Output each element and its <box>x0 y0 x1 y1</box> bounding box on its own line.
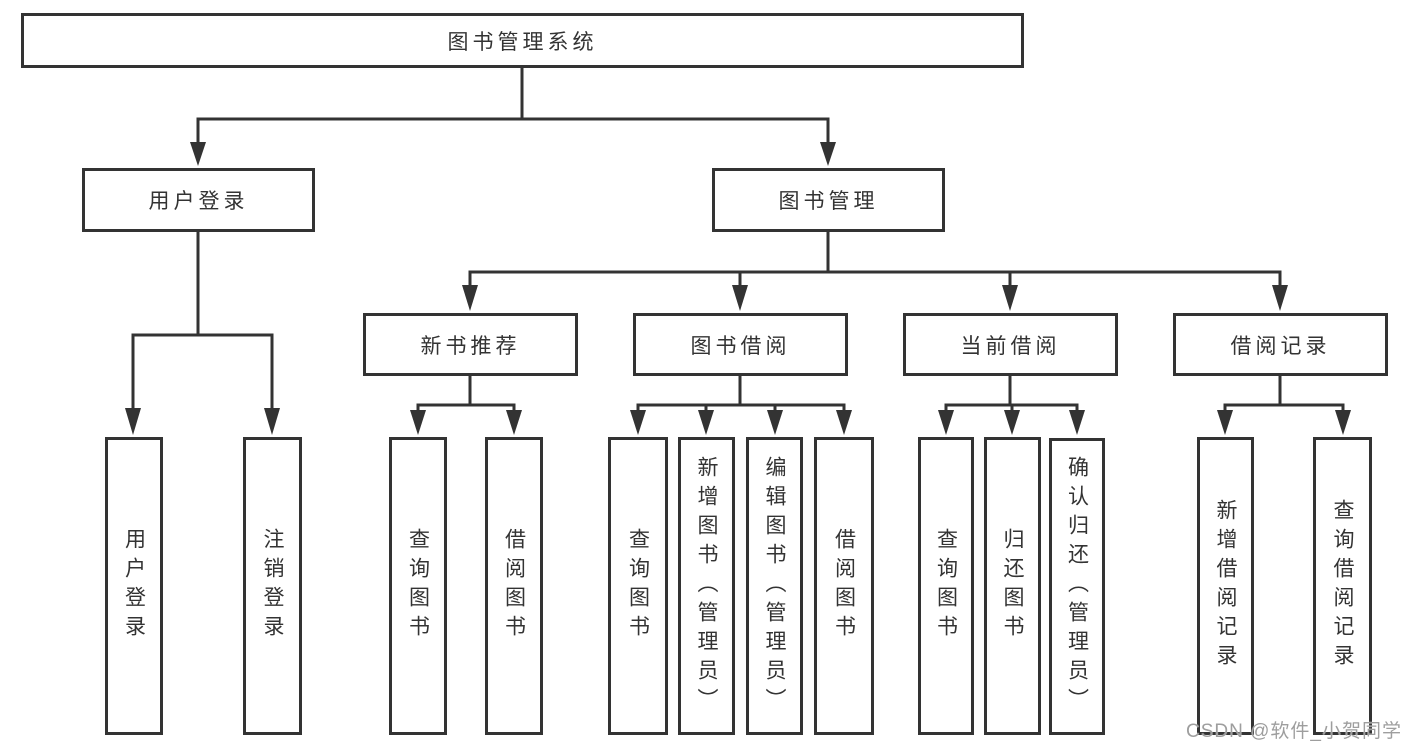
arrow-down-icon <box>1069 410 1085 435</box>
arrow-down-icon <box>836 410 852 435</box>
arrow-down-icon <box>410 410 426 435</box>
node-book-manage: 图书管理 <box>712 168 945 232</box>
node-new-book-recommend: 新书推荐 <box>363 313 578 376</box>
arrow-down-icon <box>264 408 280 435</box>
arrow-down-icon <box>462 285 478 311</box>
node-current-borrow: 当前借阅 <box>903 313 1118 376</box>
leaf-current-query: 查询图书 <box>918 437 974 735</box>
node-root-system: 图书管理系统 <box>21 13 1024 68</box>
node-user-login: 用户登录 <box>82 168 315 232</box>
leaf-user-login: 用户登录 <box>105 437 163 735</box>
watermark: CSDN @软件_小贺同学 <box>1186 721 1402 742</box>
arrow-down-icon <box>938 410 954 435</box>
arrow-down-icon <box>1002 285 1018 311</box>
arrow-down-icon <box>1335 410 1351 435</box>
arrow-down-icon <box>1272 285 1288 311</box>
arrow-down-icon <box>1217 410 1233 435</box>
arrow-down-icon <box>732 285 748 311</box>
arrow-down-icon <box>698 410 714 435</box>
arrow-down-icon <box>767 410 783 435</box>
leaf-current-confirm-admin: 确认归还（管理员） <box>1049 438 1105 735</box>
node-borrow-record: 借阅记录 <box>1173 313 1388 376</box>
leaf-record-query: 查询借阅记录 <box>1313 437 1372 735</box>
arrow-down-icon <box>1004 410 1020 435</box>
arrow-down-icon <box>125 408 141 435</box>
leaf-newbook-borrow: 借阅图书 <box>485 437 543 735</box>
leaf-logout: 注销登录 <box>243 437 302 735</box>
leaf-record-add: 新增借阅记录 <box>1197 437 1254 735</box>
leaf-newbook-query: 查询图书 <box>389 437 447 735</box>
arrow-down-icon <box>506 410 522 435</box>
arrow-down-icon <box>820 142 836 166</box>
leaf-current-return: 归还图书 <box>984 437 1041 735</box>
arrow-down-icon <box>190 142 206 166</box>
leaf-borrow-borrow: 借阅图书 <box>814 437 874 735</box>
leaf-borrow-edit-admin: 编辑图书（管理员） <box>746 437 803 735</box>
arrow-down-icon <box>630 410 646 435</box>
leaf-borrow-add-admin: 新增图书（管理员） <box>678 437 735 735</box>
node-book-borrow: 图书借阅 <box>633 313 848 376</box>
leaf-borrow-query: 查询图书 <box>608 437 668 735</box>
